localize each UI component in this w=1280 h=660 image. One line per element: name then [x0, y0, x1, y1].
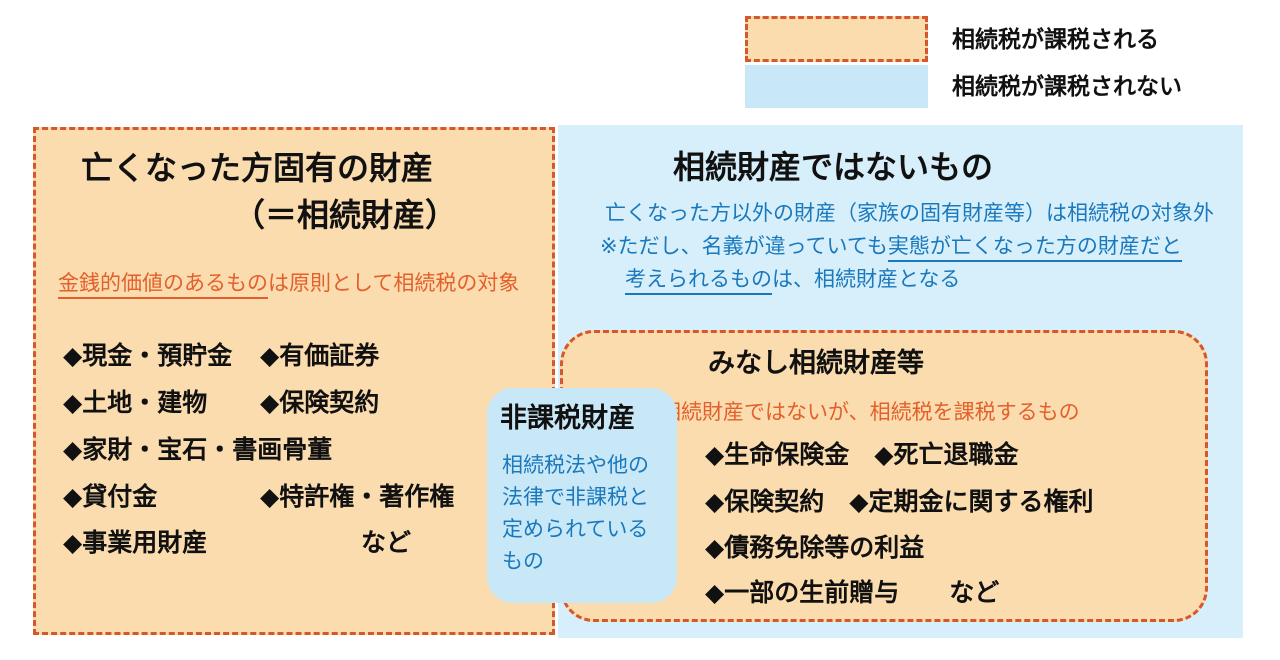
deceased-property-title-line1: 亡くなった方固有の財産 [81, 150, 434, 186]
asset-item-cash: ◆現金・預貯金 [63, 342, 233, 370]
legend-nontaxable-label: 相続税が課税されない [952, 73, 1182, 99]
deceased-property-title-line2: （＝相続財産） [233, 197, 458, 233]
line3-underlined: 考えられるもの [625, 268, 772, 295]
asset-item-insurance: ◆保険契約 [260, 389, 380, 417]
asset-item-patents: ◆特許権・著作権 [260, 483, 455, 511]
legend-taxable-swatch [745, 16, 928, 62]
deemed-item-insurance-contract: ◆保険契約 ◆定期金に関する権利 [705, 488, 1094, 516]
line2-underlined: 実態が亡くなった方の財産だと [887, 235, 1182, 262]
nontaxable-line-1: 相続税法や他の [502, 454, 649, 477]
non-inherited-line2: ※ただし、名義が違っていても実態が亡くなった方の財産だと [600, 233, 1182, 262]
deemed-item-life-insurance: ◆生命保険金 ◆死亡退職金 [705, 441, 1019, 469]
nontaxable-title: 非課税財産 [500, 403, 635, 433]
asset-item-household: ◆家財・宝石・書画骨董 [63, 436, 333, 464]
subtitle-underlined-part: 金銭的価値のあるもの [58, 272, 268, 299]
asset-item-etc: など [361, 529, 412, 557]
deceased-property-box: 亡くなった方固有の財産 （＝相続財産） 金銭的価値のあるものは原則として相続税の… [33, 127, 555, 635]
nontaxable-property-box: 非課税財産 相続税法や他の 法律で非課税と 定められている もの [487, 388, 677, 603]
deemed-item-debt-forgiveness: ◆債務免除等の利益 [705, 534, 925, 562]
asset-item-securities: ◆有価証券 [260, 342, 380, 370]
deemed-title: みなし相続財産等 [708, 348, 924, 378]
non-inherited-line1: 亡くなった方以外の財産（家族の固有財産等）は相続税の対象外 [605, 202, 1214, 225]
deemed-subtitle: 相続財産ではないが、相続税を課税するもの [660, 401, 1080, 424]
deceased-property-subtitle: 金銭的価値のあるものは原則として相続税の対象 [58, 271, 520, 299]
asset-item-land: ◆土地・建物 [63, 389, 208, 417]
line3-suffix: は、相続財産となる [772, 268, 961, 291]
asset-item-business: ◆事業用財産 [63, 529, 208, 557]
nontaxable-line-3: 定められている [502, 518, 649, 541]
deemed-item-gifts: ◆一部の生前贈与 など [705, 579, 1000, 607]
line2-prefix: ※ただし、名義が違っていても [600, 235, 888, 258]
nontaxable-line-4: もの [502, 550, 544, 573]
nontaxable-line-2: 法律で非課税と [502, 486, 649, 509]
asset-item-loans: ◆貸付金 [63, 483, 158, 511]
legend-taxable-label: 相続税が課税される [952, 26, 1159, 52]
subtitle-rest-part: は原則として相続税の対象 [268, 272, 520, 295]
non-inherited-line3: 考えられるものは、相続財産となる [625, 266, 961, 295]
legend-nontaxable-swatch [745, 65, 928, 108]
non-inherited-title: 相続財産ではないもの [673, 149, 994, 185]
